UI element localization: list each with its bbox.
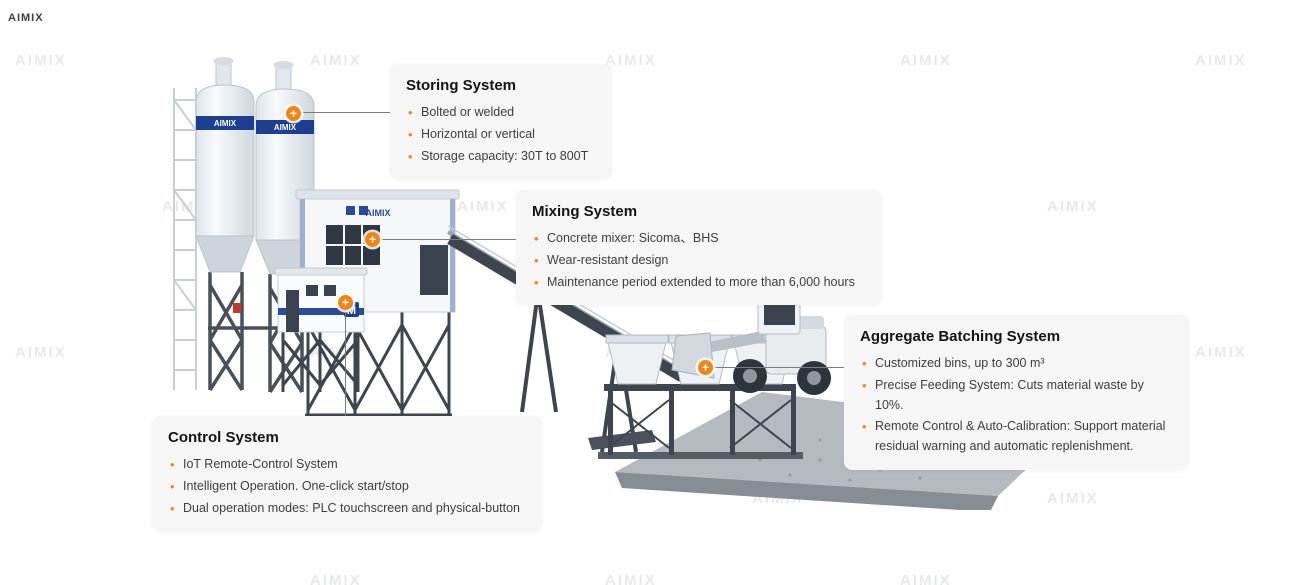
callout-title: Mixing System [532, 203, 638, 220]
callout-title: Storing System [406, 77, 517, 94]
leader-line-mixing [380, 239, 516, 240]
aimix-watermark: AIMIX [310, 572, 362, 585]
aimix-watermark: AIMIX [900, 572, 952, 585]
aimix-watermark: AIMIX [605, 52, 657, 69]
plus-icon: + [289, 106, 297, 120]
callout-bullet: Remote Control & Auto-Calibration: Suppo… [860, 417, 1173, 457]
callout-bullet: Bolted or welded [406, 103, 596, 123]
aimix-logo: AIMIX [8, 12, 44, 24]
leader-line-aggregate [713, 367, 844, 368]
scaffold [173, 88, 197, 390]
callout-storing-system: Storing System Bolted or welded Horizont… [390, 64, 612, 180]
silo-brand-text: AIMIX [214, 119, 237, 128]
aimix-watermark: AIMIX [310, 52, 362, 69]
callout-list: Bolted or welded Horizontal or vertical … [406, 103, 596, 167]
aimix-watermark: AIMIX [1195, 344, 1247, 361]
callout-mixing-system: Mixing System Concrete mixer: Sicoma、BHS… [516, 190, 882, 306]
callout-bullet: Horizontal or vertical [406, 125, 596, 145]
aimix-watermark: AIMIX [457, 198, 509, 215]
callout-bullet: Customized bins, up to 300 m³ [860, 354, 1173, 374]
callout-list: IoT Remote-Control System Intelligent Op… [168, 455, 526, 519]
aimix-watermark: AIMIX [15, 52, 67, 69]
callout-bullet: Concrete mixer: Sicoma、BHS [532, 229, 866, 249]
aimix-watermark: AIMIX [15, 344, 67, 361]
m-logo-text: M [347, 305, 356, 317]
building-brand-text: AIMIX [365, 208, 390, 218]
control-hotspot[interactable]: + [338, 295, 353, 310]
wheel-loader [671, 295, 831, 395]
cement-silos: AIMIX AIMIX [195, 57, 315, 313]
callout-bullet: Precise Feeding System: Cuts material wa… [860, 376, 1173, 416]
aimix-watermark: AIMIX [900, 52, 952, 69]
callout-bullet: Intelligent Operation. One-click start/s… [168, 477, 526, 497]
leader-line-control [345, 310, 346, 416]
callout-aggregate-batching-system: Aggregate Batching System Customized bin… [844, 315, 1189, 470]
callout-bullet: Maintenance period extended to more than… [532, 273, 866, 293]
callout-bullet: Wear-resistant design [532, 251, 866, 271]
storing-hotspot[interactable]: + [286, 106, 301, 121]
callout-list: Customized bins, up to 300 m³ Precise Fe… [860, 354, 1173, 457]
callout-title: Control System [168, 429, 279, 446]
callout-bullet: Storage capacity: 30T to 800T [406, 147, 596, 167]
leader-line-storing [300, 112, 390, 113]
plus-icon: + [368, 232, 376, 246]
aimix-watermark: AIMIX [1047, 490, 1099, 507]
callout-title: Aggregate Batching System [860, 328, 1061, 345]
aimix-watermark: AIMIX [605, 572, 657, 585]
callout-bullet: Dual operation modes: PLC touchscreen an… [168, 499, 526, 519]
callout-control-system: Control System IoT Remote-Control System… [152, 416, 542, 532]
plus-icon: + [341, 295, 349, 309]
silo-brand-text: AIMIX [274, 123, 297, 132]
callout-bullet: IoT Remote-Control System [168, 455, 526, 475]
aggregate-hotspot[interactable]: + [698, 360, 713, 375]
aimix-watermark: AIMIX [1047, 198, 1099, 215]
mixing-hotspot[interactable]: + [365, 232, 380, 247]
callout-list: Concrete mixer: Sicoma、BHS Wear-resistan… [532, 229, 866, 293]
plus-icon: + [701, 360, 709, 374]
aimix-watermark: AIMIX [1195, 52, 1247, 69]
